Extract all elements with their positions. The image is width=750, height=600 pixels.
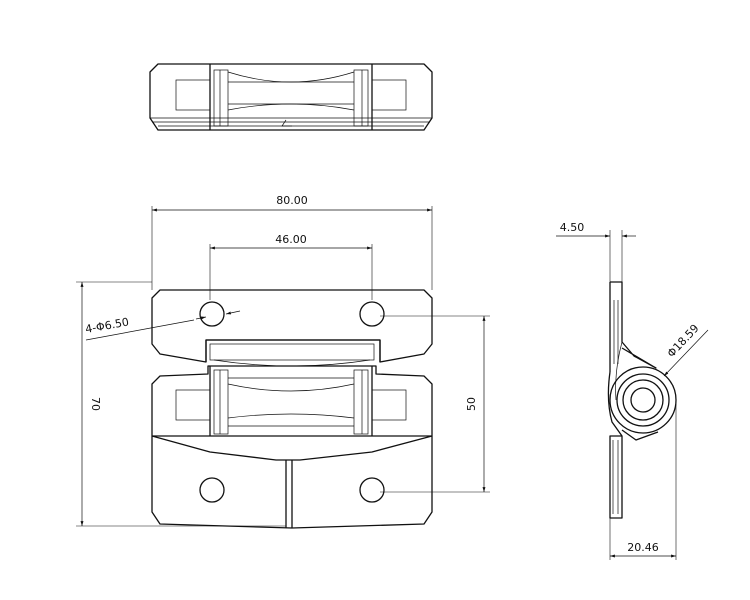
dimension-overall-height [76, 281, 286, 527]
dim-70-label: 70 [89, 397, 102, 411]
dimension-hole-spacing [209, 244, 373, 300]
dimension-knuckle-diameter [663, 329, 709, 377]
side-view [607, 281, 677, 519]
dimension-open-depth [609, 404, 677, 560]
top-view [149, 63, 433, 131]
dimension-overall-width [151, 206, 433, 290]
dim-50-label: 50 [465, 397, 478, 411]
dim-4-50-label: 4.50 [560, 221, 585, 234]
dimension-thickness [556, 230, 636, 282]
hole-lower-left [199, 477, 225, 503]
dimension-vertical-hole-spacing [380, 315, 490, 493]
dimension-hole-callout [85, 310, 241, 341]
hole-upper-left [199, 301, 225, 327]
dim-80-label: 80.00 [276, 194, 308, 207]
dim-20-46-label: 20.46 [627, 541, 659, 554]
dim-46-label: 46.00 [275, 233, 307, 246]
hole-lower-right [359, 477, 385, 503]
dim-diameter-label: Φ18.59 [665, 322, 702, 360]
front-view [151, 289, 433, 529]
hole-upper-right [359, 301, 385, 327]
